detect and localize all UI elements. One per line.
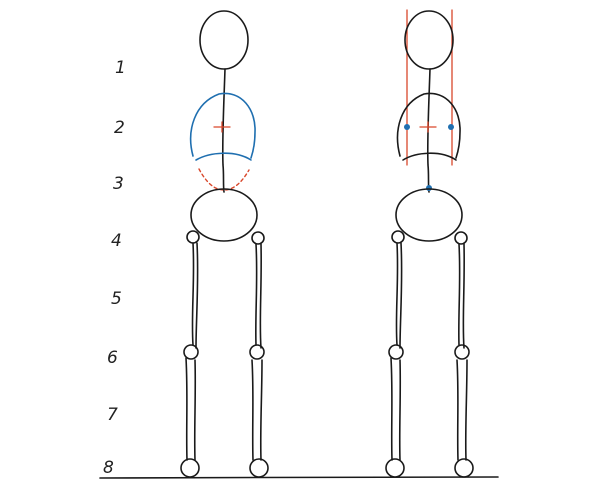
right-shin-l-inner <box>398 359 402 461</box>
scale-label-7: 7 <box>107 405 118 425</box>
right-shin-r-inner <box>464 359 468 461</box>
right-thigh-r <box>457 243 461 346</box>
scale-label-5: 5 <box>111 289 122 309</box>
left-center-mark <box>213 121 231 133</box>
left-head <box>199 10 249 70</box>
right-figure <box>385 9 474 478</box>
right-shin-r <box>456 359 459 461</box>
left-knee-r <box>249 344 265 360</box>
left-thigh-r-inner <box>259 243 263 349</box>
scale-label-8: 8 <box>103 458 114 478</box>
scale-label-3: 3 <box>113 174 124 194</box>
scale-label-1: 1 <box>115 58 126 78</box>
right-shin-l <box>390 357 393 461</box>
left-shin-l <box>185 357 188 461</box>
right-center-mark <box>419 121 437 133</box>
left-shin-l-inner <box>193 359 197 461</box>
right-spine <box>426 68 431 193</box>
left-hip-joint-r <box>251 231 265 245</box>
right-waist-dot <box>426 185 432 191</box>
right-thigh-l <box>395 242 399 346</box>
right-hip-joint-r <box>454 231 468 245</box>
right-rib-dot-left <box>404 124 410 130</box>
right-thigh-l-inner <box>399 242 403 349</box>
right-rib-dot-right <box>448 124 454 130</box>
right-knee-r <box>454 344 470 360</box>
left-foot-r <box>249 458 269 478</box>
right-rib-cage <box>396 92 461 159</box>
left-pelvis <box>190 188 258 242</box>
scale-label-2: 2 <box>114 118 125 138</box>
left-foot-l <box>180 458 200 478</box>
left-shin-r-inner <box>259 359 263 461</box>
scale-label-4: 4 <box>111 231 122 251</box>
left-rib-cage <box>189 92 256 159</box>
right-hip-joint-l <box>391 230 405 244</box>
left-shin-r <box>251 359 254 461</box>
left-spine <box>221 68 226 193</box>
head-unit-scale: 1 2 3 4 5 6 7 8 <box>103 58 126 478</box>
left-knee-l <box>183 344 199 360</box>
scale-label-6: 6 <box>107 348 118 368</box>
left-thigh-r <box>254 243 258 346</box>
right-thigh-r-inner <box>462 243 466 349</box>
right-rib-cage-bottom <box>402 152 457 161</box>
left-thigh-l-inner <box>195 242 199 349</box>
ground-line <box>99 476 499 479</box>
right-head <box>404 10 454 70</box>
left-thigh-l <box>191 242 195 346</box>
left-hip-joint-l <box>186 230 200 244</box>
left-waist-dashes <box>198 168 250 191</box>
right-pelvis <box>395 188 463 242</box>
right-knee-l <box>388 344 404 360</box>
left-figure <box>180 10 269 478</box>
left-rib-cage-bottom <box>195 152 252 161</box>
right-foot-r <box>454 458 474 478</box>
right-foot-l <box>385 458 405 478</box>
